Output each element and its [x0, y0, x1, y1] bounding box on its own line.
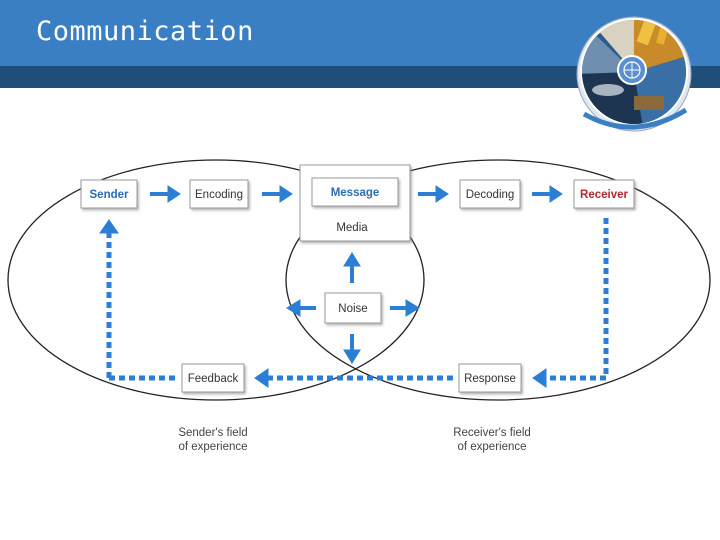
decoding-box: Decoding [459, 179, 521, 209]
arrow-decoding-to-receiver [532, 185, 563, 203]
feedback-loop-arrows [99, 218, 609, 388]
response-label: Response [464, 373, 516, 385]
svg-text:Sender's field: Sender's field [178, 427, 247, 439]
decoding-label: Decoding [466, 189, 515, 201]
receiver-label: Receiver [580, 189, 628, 201]
media-label: Media [336, 222, 368, 234]
arrow-encoding-to-message [262, 185, 293, 203]
arrow-message-to-decoding [418, 185, 449, 203]
noise-arrows [286, 252, 420, 364]
response-to-feedback-dashed-arrow [254, 368, 453, 388]
noise-arrow-up [343, 252, 361, 283]
svg-text:Receiver's field: Receiver's field [453, 427, 531, 439]
noise-arrow-right [390, 299, 420, 317]
receiver-field-ellipse [285, 159, 711, 401]
emblem-collage-icon [576, 16, 692, 132]
noise-box: Noise [324, 292, 382, 324]
response-box: Response [458, 363, 522, 393]
receiver-box: Receiver [573, 179, 635, 209]
slide-title: Communication [36, 16, 254, 47]
svg-text:of experience: of experience [178, 441, 247, 453]
title-bar-band [0, 66, 720, 88]
receiver-field-caption: Receiver's field of experience [453, 427, 531, 453]
svg-text:of experience: of experience [457, 441, 526, 453]
sender-box: Sender [80, 179, 138, 209]
sender-field-ellipse [7, 159, 425, 401]
sender-field-caption: Sender's field of experience [178, 427, 247, 453]
receiver-to-response-dashed-arrow [532, 368, 606, 388]
sender-label: Sender [90, 189, 130, 201]
noise-label: Noise [338, 303, 367, 315]
feedback-to-sender-dashed-arrow [99, 219, 175, 381]
noise-arrow-left [286, 299, 316, 317]
message-label: Message [331, 187, 380, 199]
feedback-label: Feedback [188, 373, 239, 385]
noise-arrow-down [343, 334, 361, 364]
message-media-box: Message Media [299, 164, 411, 242]
arrow-sender-to-encoding [150, 185, 181, 203]
encoding-label: Encoding [195, 189, 243, 201]
arrows-top-row [150, 185, 563, 203]
feedback-box: Feedback [181, 363, 245, 393]
encoding-box: Encoding [189, 179, 249, 209]
